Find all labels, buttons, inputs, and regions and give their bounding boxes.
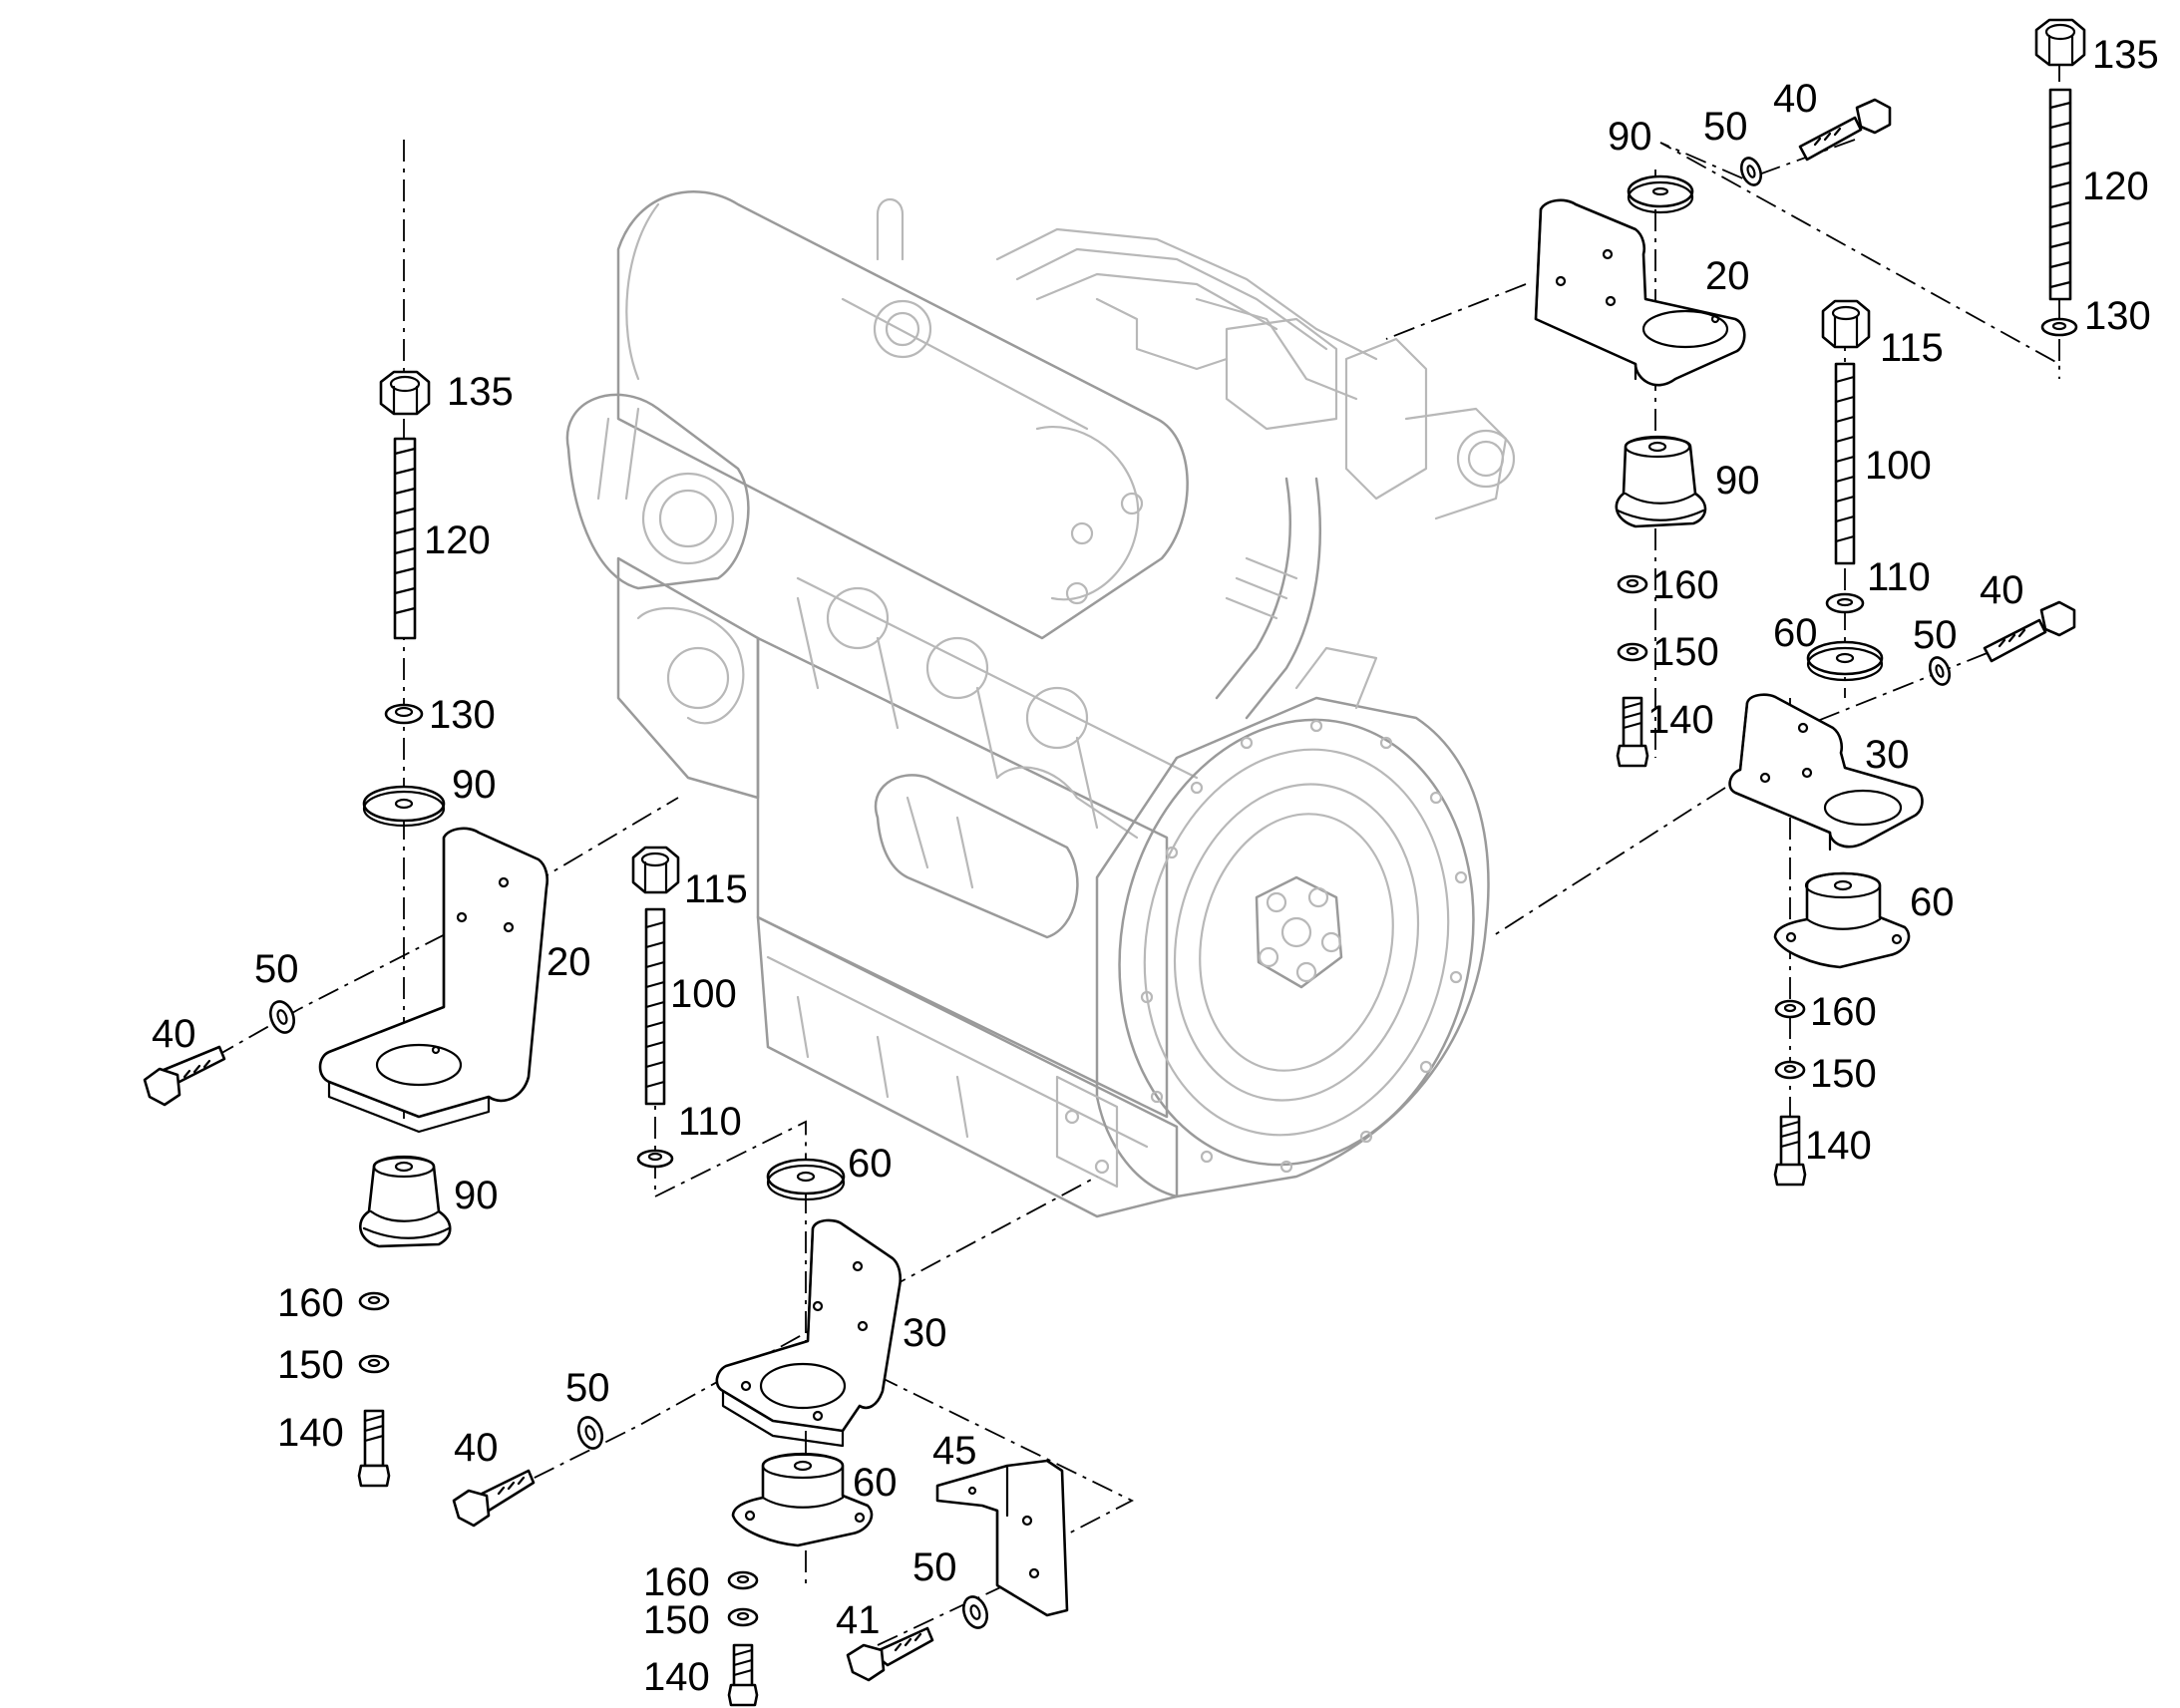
label-110-right: 110 (1867, 555, 1931, 599)
bolt-140-right (1773, 1115, 1807, 1187)
label-50-center: 50 (565, 1366, 610, 1410)
washer-150-left (358, 1354, 390, 1374)
washer-50-upper-right (1739, 157, 1763, 186)
washer-50-right (1928, 656, 1952, 686)
label-140-left: 140 (277, 1411, 344, 1455)
bolt-140-upper-right (1616, 696, 1649, 768)
label-50-left: 50 (254, 947, 299, 991)
engine-illustration (565, 190, 1516, 1218)
nut-135-left (379, 370, 431, 416)
label-60-middle-top: 60 (848, 1142, 893, 1186)
label-60-right-top: 60 (1773, 611, 1818, 655)
label-20-right: 20 (1705, 254, 1750, 298)
washer-150-middle (727, 1607, 759, 1627)
washer-160-left (358, 1291, 390, 1311)
label-135-right: 135 (2092, 33, 2159, 77)
washer-60-middle-top (766, 1158, 846, 1201)
nut-115-middle (631, 846, 680, 894)
label-90-left-bottom: 90 (454, 1174, 499, 1217)
label-40-center: 40 (454, 1426, 499, 1470)
washer-110-right (1825, 592, 1865, 614)
washer-90-left-top (362, 785, 446, 828)
label-150-upper-right: 150 (1652, 630, 1719, 674)
mount-90-right (1615, 435, 1707, 528)
mount-60-middle (731, 1452, 874, 1547)
bracket-20-right (1534, 198, 1746, 387)
label-30-right: 30 (1865, 733, 1910, 777)
washer-160-right (1774, 999, 1806, 1019)
washer-160-middle (727, 1570, 759, 1590)
label-90-right-mount: 90 (1715, 459, 1760, 503)
bracket-20-left (318, 827, 549, 1134)
bolt-40-upper-right (1798, 98, 1892, 162)
label-160-left: 160 (277, 1281, 344, 1325)
stud-120-right (2048, 88, 2072, 301)
bolt-40-center (452, 1469, 536, 1528)
label-110-middle: 110 (678, 1100, 742, 1144)
label-140-upper-right: 140 (1647, 698, 1714, 742)
label-140-middle: 140 (643, 1655, 710, 1699)
label-50-right: 50 (1913, 613, 1958, 657)
washer-130-left (384, 703, 424, 725)
stud-100-middle (644, 907, 666, 1106)
bolt-140-middle (727, 1643, 759, 1707)
washer-90-right-top (1627, 174, 1694, 214)
label-40-upper-right: 40 (1773, 77, 1818, 121)
stud-100-right (1834, 362, 1856, 565)
label-160-upper-right: 160 (1652, 563, 1719, 607)
bolt-40-left (143, 1045, 226, 1107)
bracket-45 (935, 1459, 1069, 1617)
label-100-middle: 100 (670, 972, 737, 1016)
stud-120-left (393, 437, 417, 640)
part-number-labels: 135 120 130 90 20 50 40 90 160 150 140 1… (152, 33, 2159, 1699)
label-60-right-mount: 60 (1910, 880, 1955, 924)
label-90-right-top: 90 (1608, 115, 1652, 159)
label-150-right: 150 (1810, 1052, 1877, 1096)
label-40-left: 40 (152, 1012, 196, 1056)
label-45: 45 (932, 1429, 977, 1473)
label-160-right: 160 (1810, 990, 1877, 1034)
label-160-middle: 160 (643, 1560, 710, 1604)
label-130-left: 130 (429, 693, 496, 737)
label-100-right: 100 (1865, 444, 1932, 488)
label-50-bottom: 50 (912, 1545, 957, 1589)
mount-90-left (359, 1155, 452, 1248)
washer-160-upper-right (1617, 574, 1648, 594)
label-50-upper-right: 50 (1703, 105, 1748, 149)
label-40-right: 40 (1980, 568, 2024, 612)
label-90-left-top: 90 (452, 763, 497, 807)
label-150-middle: 150 (643, 1598, 710, 1642)
label-135-left: 135 (447, 370, 514, 414)
washer-130-right (2040, 317, 2078, 337)
label-20-left: 20 (546, 940, 591, 984)
washer-60-right-top (1806, 640, 1884, 682)
label-140-right: 140 (1805, 1124, 1872, 1168)
washer-50-center (577, 1416, 603, 1450)
bolt-140-left (357, 1409, 391, 1488)
washer-50-left (269, 1000, 295, 1034)
nut-135-right (2034, 18, 2086, 67)
mount-60-right (1773, 871, 1911, 969)
bolt-41 (846, 1626, 934, 1682)
label-115-right: 115 (1880, 326, 1944, 370)
nut-115-right (1821, 299, 1871, 349)
washer-50-bottom (962, 1595, 988, 1629)
label-120-right: 120 (2082, 165, 2149, 208)
washer-150-right (1774, 1060, 1806, 1080)
bracket-30-right (1728, 693, 1924, 852)
label-115-middle: 115 (684, 867, 748, 911)
label-41: 41 (836, 1598, 881, 1642)
label-120-left: 120 (424, 518, 491, 562)
label-150-left: 150 (277, 1343, 344, 1387)
label-30-middle: 30 (903, 1311, 947, 1355)
bolt-40-right (1983, 600, 2076, 663)
washer-110-middle (636, 1149, 674, 1169)
label-60-middle-mount: 60 (853, 1461, 898, 1505)
mounting-parts (143, 18, 2086, 1707)
bracket-30-middle (715, 1218, 903, 1448)
washer-150-upper-right (1617, 642, 1648, 662)
label-130-right: 130 (2084, 294, 2151, 338)
